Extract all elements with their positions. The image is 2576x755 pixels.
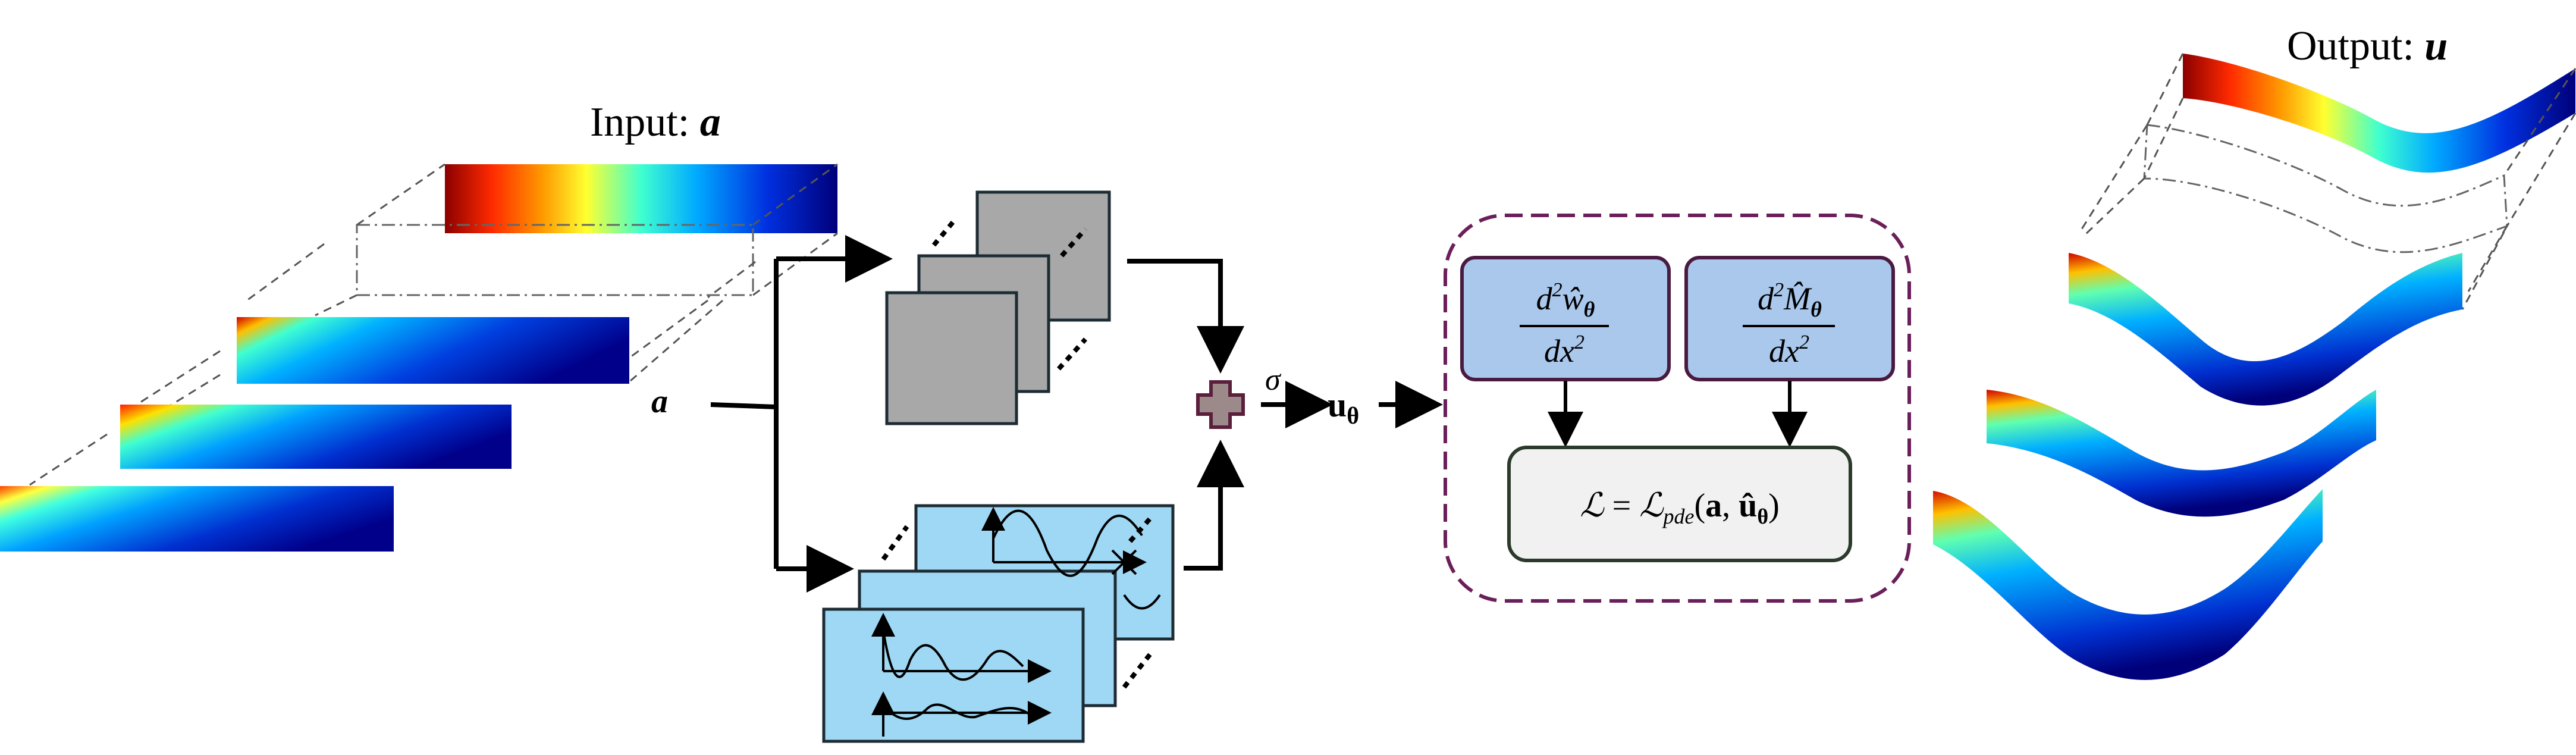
merge-arrows [1127, 259, 1443, 571]
wave-icon [992, 509, 1143, 577]
spectral-stack-ellipsis [881, 516, 1153, 689]
deriv-w-box [1460, 256, 1671, 381]
input-field-1 [237, 317, 629, 384]
input-field-2 [120, 405, 512, 469]
physics-loss-panel: d2ŵθ dx2 d2M̂θ dx2 ℒ = ℒpde(a, ûθ) [1444, 214, 1911, 603]
input-variable: a [651, 383, 668, 420]
wave-icon [882, 703, 1030, 720]
loss-box [1507, 446, 1852, 562]
output-title: Output: u [2287, 23, 2448, 69]
input-field-top [445, 164, 837, 233]
output-beam-2 [1987, 390, 2376, 517]
gray-block-stack [885, 190, 1111, 425]
output-stack: Output: u [1933, 23, 2576, 680]
output-beam-1 [2069, 253, 2462, 406]
deriv-w-num: d2ŵθ [1536, 279, 1595, 321]
plus-icon [1196, 380, 1245, 429]
output-perspective-lines [2081, 53, 2576, 310]
input-stack: Input: a [0, 99, 838, 552]
activation-label: σ [1265, 363, 1282, 397]
deriv-m-den: dx2 [1769, 331, 1809, 369]
spectral-block-stack [822, 504, 1175, 743]
deriv-m-num: d2M̂θ [1758, 279, 1822, 321]
gray-block-front [885, 291, 1018, 425]
output-beam-top [2183, 54, 2575, 173]
u-theta-label: uθ [1328, 386, 1359, 429]
loss-arrows [1548, 381, 1808, 447]
output-beam-3 [1933, 489, 2323, 680]
gray-stack-ellipsis [931, 218, 1087, 371]
branch-arrows [710, 235, 893, 593]
deriv-m-box [1684, 256, 1895, 381]
input-title: Input: a [590, 99, 721, 145]
loss-equation: ℒ = ℒpde(a, ûθ) [1580, 487, 1780, 528]
input-field-3 [0, 486, 394, 552]
physics-loss-border [1444, 214, 1911, 603]
deriv-w-den: dx2 [1544, 331, 1584, 369]
input-field-placeholder [356, 224, 754, 296]
wave-icon [882, 630, 1024, 681]
